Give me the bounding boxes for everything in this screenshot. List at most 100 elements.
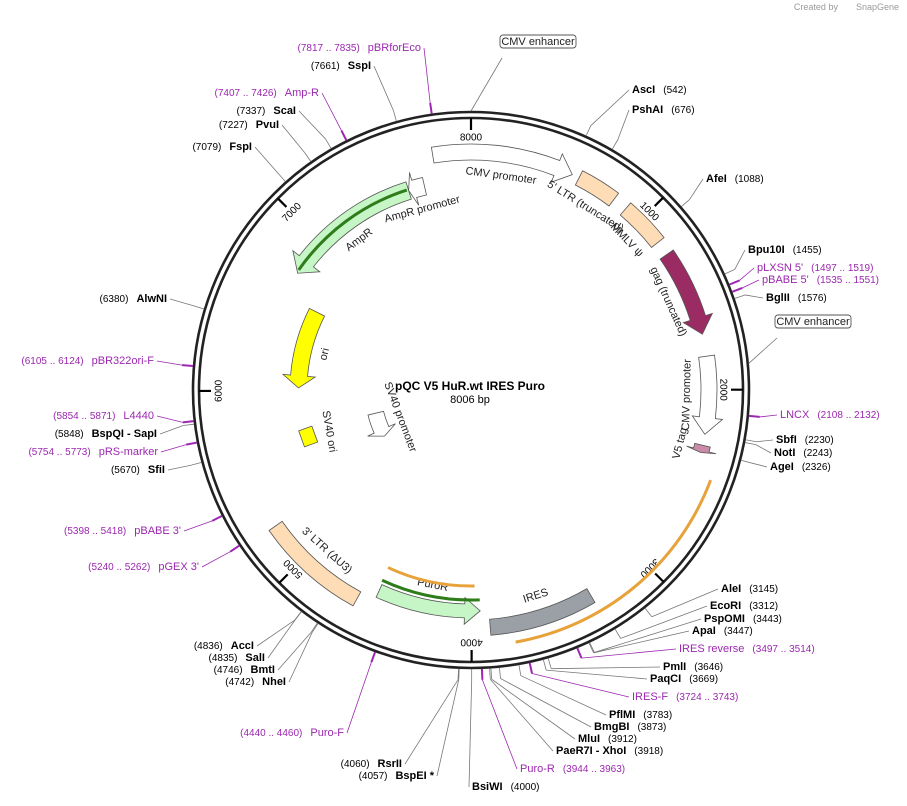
boxed-feature-label[interactable]: CMV enhancer — [748, 314, 852, 364]
enzyme-site[interactable]: (6380)AlwNI — [100, 293, 205, 310]
enzyme-site[interactable]: BglII(1576) — [734, 292, 827, 304]
site-tick — [611, 139, 619, 150]
primer-site[interactable]: IRES-F(3724 .. 3743) — [528, 662, 739, 703]
primer-site[interactable]: (4440 .. 4460)Puro-F — [240, 651, 377, 739]
enzyme-site[interactable]: (7337)ScaI — [236, 105, 332, 149]
feature-ori[interactable]: ori — [281, 307, 332, 389]
enzyme-site[interactable]: AleI(3145) — [644, 583, 778, 618]
primer-site[interactable]: pLXSN 5'(1497 .. 1519) — [728, 262, 873, 286]
enzyme-site[interactable]: PflMI(3783) — [518, 664, 672, 721]
enzyme-site[interactable]: PmlI(3646) — [547, 658, 723, 673]
enzyme-site[interactable]: ApaI(3447) — [588, 625, 753, 654]
site-leader — [436, 679, 460, 777]
feature-shape[interactable] — [691, 354, 724, 435]
site-tick — [744, 442, 756, 446]
feature-label: CMV promoter — [680, 359, 694, 431]
site-label: (7337)ScaI — [236, 105, 296, 117]
site-leader — [491, 678, 576, 740]
site-tick — [724, 269, 735, 275]
feature-shape[interactable] — [281, 307, 326, 389]
site-leader — [169, 298, 194, 307]
site-label: ApaI(3447) — [692, 625, 753, 637]
site-tick — [576, 647, 583, 659]
feature-gag-truncated-[interactable]: gag (truncated) — [647, 249, 714, 338]
feature-shape[interactable] — [430, 143, 573, 183]
feature-shape[interactable] — [292, 181, 412, 274]
feature-shape[interactable] — [686, 442, 717, 455]
primer-site[interactable]: IRES reverse(3497 .. 3514) — [576, 643, 815, 659]
enzyme-site[interactable]: PshAI(676) — [611, 104, 695, 150]
site-leader — [594, 618, 702, 653]
enzyme-site[interactable]: (4835)SalI — [209, 611, 302, 664]
enzyme-site[interactable]: EcoRI(3312) — [614, 600, 778, 639]
feature-shape[interactable] — [298, 425, 319, 448]
site-leader — [759, 414, 778, 418]
site-leader — [423, 47, 431, 103]
sites-layer: AscI(542)PshAI(676) AfeI(1088) Bpu10I(1455… — [21, 34, 880, 793]
feature-shape[interactable] — [268, 520, 362, 607]
feature-cmv-promoter-2[interactable]: CMV promoter — [680, 354, 724, 435]
primer-site[interactable]: (5398 .. 5418)pBABE 3' — [64, 514, 223, 537]
enzyme-site[interactable]: PaqCI(3669) — [542, 659, 718, 685]
boxed-feature-label[interactable]: CMV enhancer — [470, 34, 577, 112]
enzyme-site[interactable]: AscI(542) — [585, 84, 687, 137]
enzyme-site[interactable]: AfeI(1088) — [681, 173, 764, 207]
feature-sv40-ori[interactable]: SV40 ori — [298, 410, 339, 454]
enzyme-site[interactable]: (4836)AccI — [194, 611, 302, 652]
enzyme-site[interactable]: BmgBI(3873) — [499, 667, 666, 733]
enzyme-site[interactable]: (7079)FspI — [192, 141, 286, 182]
site-leader — [520, 675, 607, 716]
primer-site[interactable]: Puro-R(3944 .. 3963) — [480, 668, 625, 775]
feature-shape[interactable] — [408, 172, 427, 206]
enzyme-site[interactable]: NotI(2243) — [744, 442, 832, 459]
enzyme-site[interactable]: (4057)BspEI * — [359, 668, 460, 782]
enzyme-site[interactable]: Bpu10I(1455) — [724, 244, 822, 275]
feature-shape[interactable] — [375, 584, 481, 626]
site-tick — [589, 642, 595, 653]
enzyme-site[interactable]: AgeI(2326) — [740, 459, 831, 473]
enzyme-site[interactable]: PspOMI(3443) — [589, 613, 782, 653]
primer-site[interactable]: pBABE 5'(1535 .. 1551) — [731, 274, 879, 293]
primer-site[interactable]: (5854 .. 5871)L4440 — [53, 410, 194, 424]
primer-site[interactable]: LNCX(2108 .. 2132) — [748, 409, 880, 421]
feature-ires[interactable]: IRES — [489, 586, 596, 636]
site-tick — [304, 152, 312, 162]
site-leader — [159, 425, 184, 435]
feature-shape[interactable] — [574, 170, 620, 207]
site-leader — [689, 178, 704, 200]
orf-arc — [515, 479, 713, 644]
enzyme-site[interactable]: BsiWI(4000) — [468, 668, 539, 793]
enzyme-site[interactable]: (7227)PvuI — [219, 119, 312, 162]
site-leader — [482, 679, 518, 770]
feature-shape[interactable] — [367, 410, 396, 437]
feature-shape[interactable] — [659, 249, 714, 335]
primer-site[interactable]: (7407 .. 7426)Amp-R — [215, 87, 348, 141]
primer-site[interactable]: (5754 .. 5773)pRS-marker — [28, 441, 198, 458]
enzyme-site[interactable]: SbfI(2230) — [745, 434, 834, 446]
site-label: PflMI(3783) — [609, 709, 672, 721]
enzyme-site[interactable]: (5848)BspQI - SapI — [55, 423, 195, 440]
feature-v5-tag[interactable]: V5 tag — [670, 427, 717, 461]
site-label: (6105 .. 6124)pBR322ori-F — [21, 355, 154, 367]
site-tick — [181, 364, 194, 368]
primer-site[interactable]: (7817 .. 7835)pBRforEco — [298, 42, 433, 114]
site-label: (7817 .. 7835)pBRforEco — [298, 42, 421, 54]
site-label: AleI(3145) — [721, 583, 778, 595]
site-tick — [186, 441, 198, 446]
feature-shape[interactable] — [619, 202, 665, 249]
enzyme-site[interactable]: (4060)RsrII — [341, 668, 459, 770]
enzyme-site[interactable]: PaeR7I - XhoI(3918) — [489, 668, 664, 757]
site-leader — [346, 662, 372, 734]
site-leader — [620, 605, 708, 639]
enzyme-site[interactable]: (5670)SfiI — [111, 462, 202, 476]
orf-arc — [297, 188, 408, 271]
enzyme-site[interactable]: (4746)BmtI — [214, 622, 318, 676]
feature-shape[interactable] — [489, 588, 596, 636]
enzyme-site[interactable]: (7661)SspI — [311, 60, 397, 122]
site-tick — [740, 459, 752, 464]
primer-site[interactable]: (5240 .. 5262)pGEX 3' — [88, 544, 240, 573]
enzyme-site[interactable]: MluI(3912) — [490, 668, 637, 745]
primer-site[interactable]: (6105 .. 6124)pBR322ori-F — [21, 355, 194, 368]
enzyme-site[interactable]: (4742)NheI — [225, 623, 319, 688]
site-tick — [614, 628, 622, 639]
